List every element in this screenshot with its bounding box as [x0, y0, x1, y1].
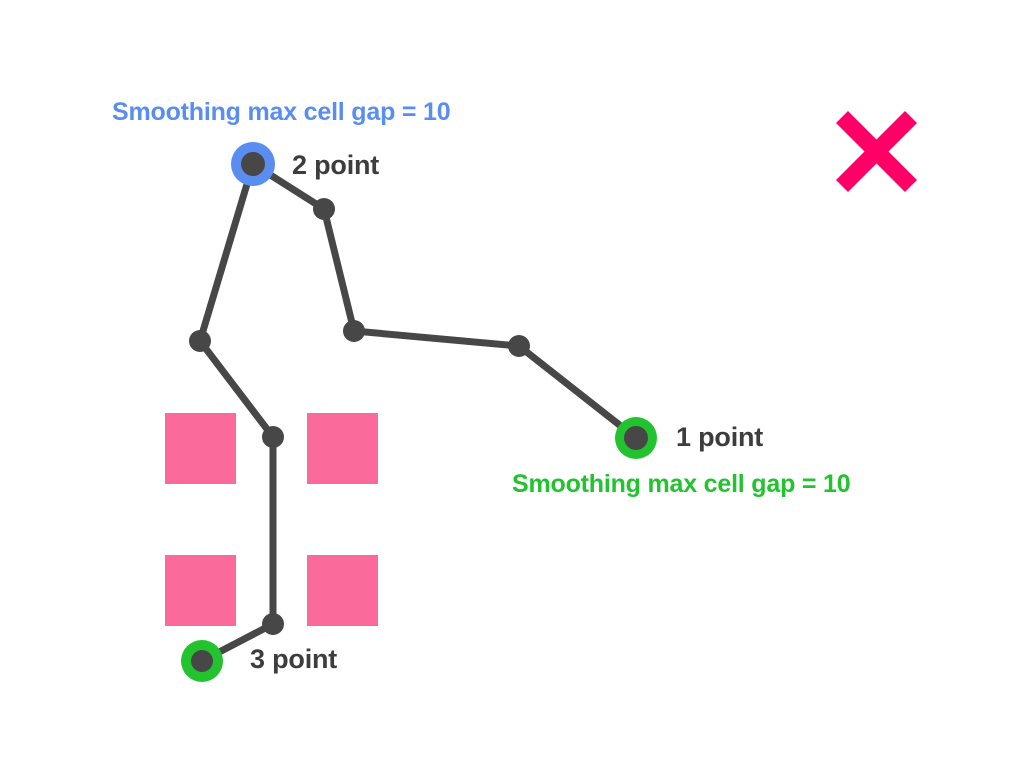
- cell-grid: [165, 413, 378, 626]
- cross-mark: [835, 110, 918, 193]
- track-polyline: [196, 160, 640, 665]
- caption-top-smoothing-gap: Smoothing max cell gap = 10: [112, 98, 451, 126]
- node-2-point: [241, 152, 265, 176]
- label-2-point: 2 point: [292, 150, 380, 180]
- caption-bottom-smoothing-gap: Smoothing max cell gap = 10: [512, 470, 851, 498]
- label-1-point: 1 point: [676, 422, 764, 452]
- node-mid-right-bend: [343, 320, 365, 342]
- cell-bottom-right: [307, 555, 378, 626]
- track-path: [196, 160, 640, 665]
- label-3-point: 3 point: [250, 644, 338, 674]
- cell-top-left: [165, 413, 236, 484]
- node-3-point: [191, 650, 213, 672]
- track-nodes: [181, 142, 657, 682]
- cell-bottom-left: [165, 555, 236, 626]
- cell-top-right: [307, 413, 378, 484]
- cross-stroke-b: [835, 110, 918, 193]
- node-upper-right-bend: [313, 198, 335, 220]
- node-left-bend: [189, 330, 211, 352]
- node-mid-vertical: [262, 426, 284, 448]
- node-bottom-bend: [262, 613, 284, 635]
- node-right-bend: [508, 335, 530, 357]
- node-1-point: [624, 426, 648, 450]
